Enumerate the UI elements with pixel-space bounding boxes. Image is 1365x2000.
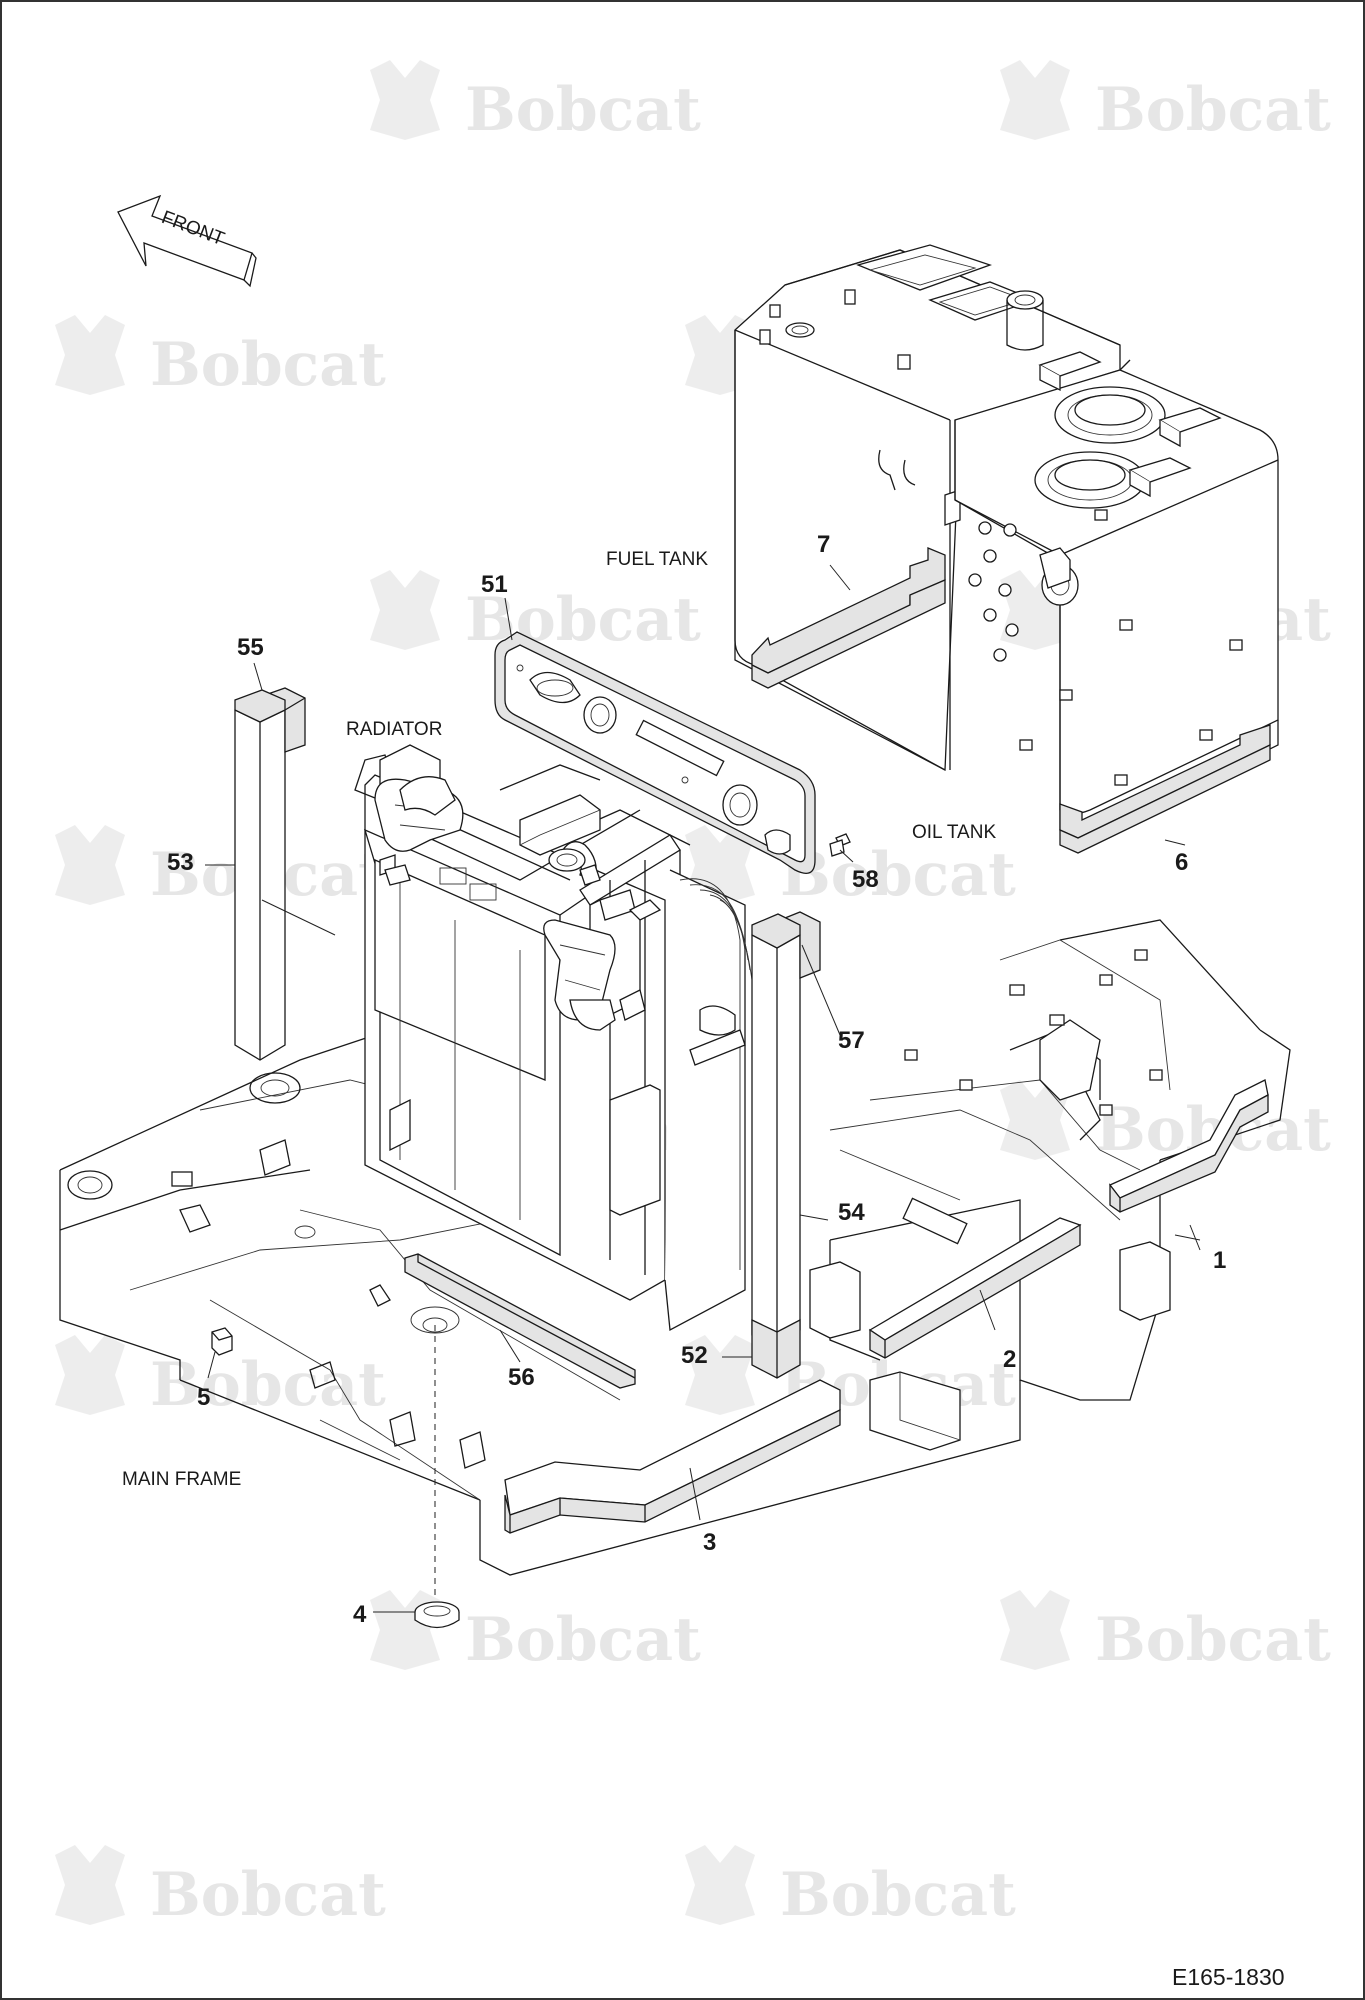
callout-56: 56 <box>508 1364 535 1391</box>
watermark: Bobcat <box>55 1335 386 1420</box>
part-51-gasket <box>494 631 816 874</box>
callout-2: 2 <box>1003 1346 1016 1373</box>
front-arrow-icon: FRONT <box>117 194 257 288</box>
part-1-rail <box>1108 1079 1269 1213</box>
callout-1: 1 <box>1213 1247 1226 1274</box>
callout-3: 3 <box>703 1529 716 1556</box>
part-3-rail <box>504 1379 841 1534</box>
watermark: Bobcat <box>1000 1590 1331 1675</box>
figure-code: E165-1830 <box>1172 1964 1285 1990</box>
part-6-strip-bottom <box>1059 743 1271 854</box>
svg-text:Bobcat: Bobcat <box>150 330 386 400</box>
watermark: Bobcat <box>55 1845 386 1930</box>
callout-51: 51 <box>481 571 508 598</box>
label-radiator: RADIATOR <box>346 719 442 740</box>
callout-7: 7 <box>817 531 830 558</box>
callout-55: 55 <box>237 634 264 661</box>
svg-text:Bobcat: Bobcat <box>1095 1605 1331 1675</box>
svg-text:Bobcat: Bobcat <box>150 1860 386 1930</box>
callout-4: 4 <box>353 1601 367 1628</box>
svg-text:Bobcat: Bobcat <box>150 1350 386 1420</box>
label-main-frame: MAIN FRAME <box>122 1469 241 1490</box>
label-fuel-tank: FUEL TANK <box>606 549 708 570</box>
part-52-54-57-post <box>751 911 821 1379</box>
svg-text:Bobcat: Bobcat <box>465 1605 701 1675</box>
watermark: Bobcat <box>55 825 386 910</box>
callout-58: 58 <box>852 866 879 893</box>
label-oil-tank: OIL TANK <box>912 822 996 843</box>
radiator <box>354 744 753 1332</box>
leader-lines <box>205 564 1201 1613</box>
main-frame <box>59 919 1291 1576</box>
watermark: Bobcat <box>55 315 386 400</box>
watermark: Bobcat <box>370 60 701 145</box>
callout-57: 57 <box>838 1027 865 1054</box>
callout-53: 53 <box>167 849 194 876</box>
part-58-bolt <box>829 833 851 857</box>
part-7-strip-bottom <box>751 579 946 689</box>
part-4-grommet <box>414 1601 460 1629</box>
part-2-rail <box>868 1217 1082 1359</box>
watermark: Bobcat <box>1000 1080 1331 1165</box>
watermark: Bobcat <box>370 570 701 655</box>
part-56-strip <box>404 1253 636 1389</box>
callout-52: 52 <box>681 1342 708 1369</box>
part-53-55-post <box>234 687 306 1061</box>
watermark: Bobcat <box>1000 60 1331 145</box>
callout-6: 6 <box>1175 849 1188 876</box>
part-5-clip <box>211 1327 233 1356</box>
svg-text:Bobcat: Bobcat <box>780 1860 1016 1930</box>
svg-text:Bobcat: Bobcat <box>1095 75 1331 145</box>
svg-text:Bobcat: Bobcat <box>465 75 701 145</box>
callout-54: 54 <box>838 1199 865 1226</box>
callout-5: 5 <box>197 1384 210 1411</box>
watermark: Bobcat <box>685 825 1016 910</box>
watermark: Bobcat <box>370 1590 701 1675</box>
callouts: 1 2 3 4 5 6 7 51 52 53 54 55 56 57 58 <box>167 531 1226 1628</box>
watermark: Bobcat <box>685 1845 1016 1930</box>
oil-tank <box>954 351 1279 841</box>
svg-text:Bobcat: Bobcat <box>780 840 1016 910</box>
